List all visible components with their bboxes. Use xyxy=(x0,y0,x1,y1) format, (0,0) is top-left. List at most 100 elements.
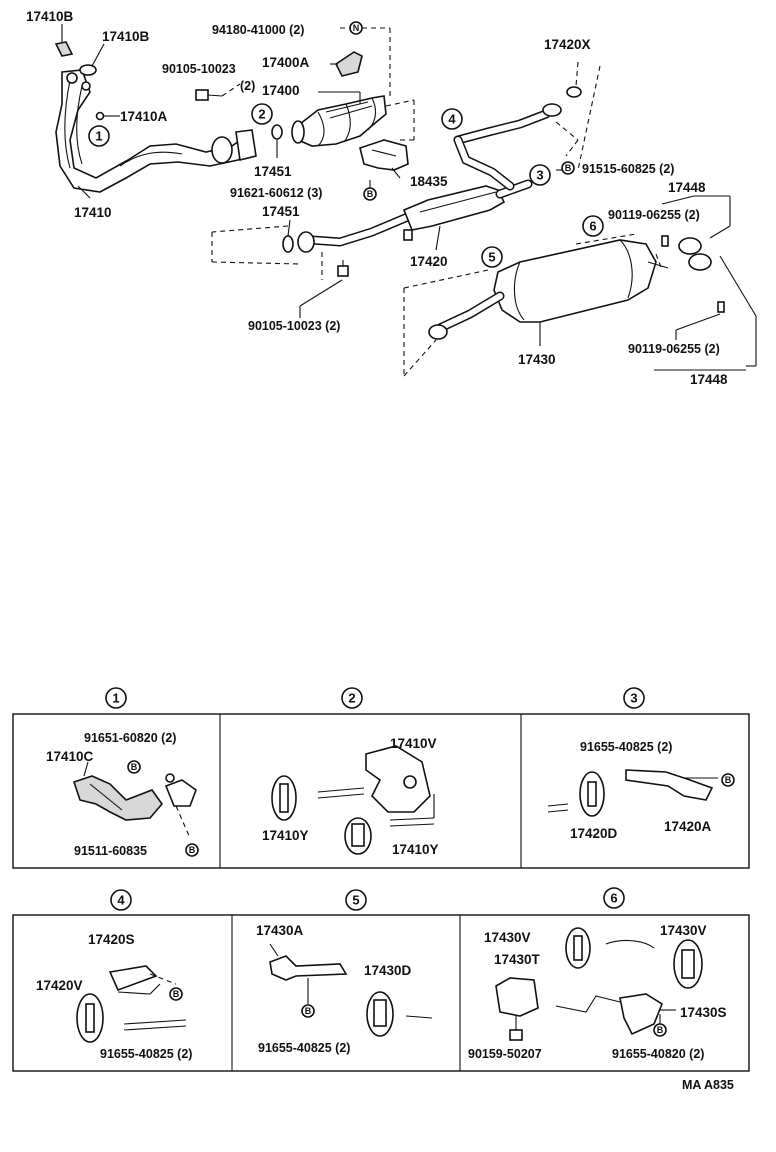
detail-3-label-91655: 91655-40825 (2) xyxy=(580,740,672,754)
label-17448-bottom: 17448 xyxy=(690,372,728,387)
detail-4-label-17420s: 17420S xyxy=(88,932,135,947)
detail-6-label-17430t: 17430T xyxy=(494,952,541,967)
detail-5-title: 5 xyxy=(345,889,367,911)
detail-3-title: 3 xyxy=(623,687,645,709)
svg-text:2: 2 xyxy=(258,107,265,122)
svg-text:2: 2 xyxy=(348,691,355,706)
detail-6-title: 6 xyxy=(603,887,625,909)
svg-text:B: B xyxy=(173,989,180,999)
svg-text:4: 4 xyxy=(448,112,456,127)
svg-text:1: 1 xyxy=(112,691,119,706)
svg-text:B: B xyxy=(189,845,196,855)
front-exhaust-pipe-17410 xyxy=(55,69,257,193)
detail-4-hanger xyxy=(76,965,187,1043)
detail-1-bolt-mark-b: B xyxy=(185,843,199,857)
svg-text:6: 6 xyxy=(589,219,596,234)
ring-17410a xyxy=(95,111,105,121)
muffler-17430 xyxy=(428,239,669,340)
detail-4-bolt-mark: B xyxy=(169,987,183,1001)
gasket-17410b-a xyxy=(54,41,74,57)
label-17420x: 17420X xyxy=(544,37,591,52)
label-91515: 91515-60825 (2) xyxy=(582,162,674,176)
callout-6: 6 xyxy=(582,215,604,237)
detail-2-label-17410y-b: 17410Y xyxy=(392,842,439,857)
detail-6-label-91655: 91655-40820 (2) xyxy=(612,1047,704,1061)
callout-3: 3 xyxy=(529,164,551,186)
callout-1: 1 xyxy=(88,125,110,147)
detail-5-bolt-mark: B xyxy=(301,1004,315,1018)
detail-1-label-91511: 91511-60835 xyxy=(74,844,147,858)
detail-2-label-17410y-a: 17410Y xyxy=(262,828,309,843)
detail-5-label-17430a: 17430A xyxy=(256,923,304,938)
detail-1-label-91651: 91651-60820 (2) xyxy=(84,731,176,745)
label-17410b-2: 17410B xyxy=(102,29,150,44)
detail-4-label-17420v: 17420V xyxy=(36,978,83,993)
detail-6-label-17430v-a: 17430V xyxy=(484,930,531,945)
heat-shield-17400a xyxy=(334,51,363,77)
label-18435: 18435 xyxy=(410,174,448,189)
label-17451-mid: 17451 xyxy=(262,204,300,219)
detail-row-2-frame xyxy=(12,914,750,1072)
callout-5: 5 xyxy=(481,246,503,268)
detail-6-hangers xyxy=(495,927,703,1041)
catalytic-converter-17400 xyxy=(291,95,387,147)
label-90105-top: 90105-10023 xyxy=(162,62,236,76)
intermediate-pipe-4 xyxy=(453,103,562,191)
detail-1-title: 1 xyxy=(105,687,127,709)
detail-6-bolt-mark: B xyxy=(653,1023,667,1037)
detail-5-hanger xyxy=(269,943,433,1037)
detail-4-title: 4 xyxy=(110,889,132,911)
bolt-mark-b-91515: B xyxy=(561,161,575,175)
tail-hanger-17448 xyxy=(661,235,725,313)
svg-text:B: B xyxy=(565,163,572,173)
gasket-17420x xyxy=(566,86,582,98)
svg-text:5: 5 xyxy=(352,893,359,908)
bracket-18435 xyxy=(359,139,409,171)
label-17448-top: 17448 xyxy=(668,180,706,195)
label-17410: 17410 xyxy=(74,205,112,220)
detail-3-bolt-mark: B xyxy=(721,773,735,787)
svg-text:B: B xyxy=(131,762,138,772)
label-17400a: 17400A xyxy=(262,55,310,70)
detail-2-hangers xyxy=(271,745,435,855)
footer-code: MA A835 xyxy=(682,1078,734,1092)
label-91621: 91621-60612 (3) xyxy=(230,186,322,200)
label-94180: 94180-41000 (2) xyxy=(212,23,304,37)
gasket-17451-mid xyxy=(282,235,294,253)
svg-text:N: N xyxy=(353,23,360,33)
detail-5-label-91655: 91655-40825 (2) xyxy=(258,1041,350,1055)
bolt-90105-top xyxy=(195,89,223,101)
detail-3-hanger-bracket xyxy=(547,769,718,817)
callout-4: 4 xyxy=(441,108,463,130)
label-90105-top-qty: (2) xyxy=(240,79,255,93)
label-17410b-1: 17410B xyxy=(26,9,74,24)
detail-3-label-17420a: 17420A xyxy=(664,819,712,834)
detail-row-1-frame xyxy=(12,713,750,869)
detail-1-heat-shield xyxy=(72,761,197,839)
svg-text:B: B xyxy=(367,189,374,199)
svg-text:3: 3 xyxy=(536,168,543,183)
svg-text:3: 3 xyxy=(630,691,637,706)
gasket-17451-top xyxy=(271,124,283,140)
label-17430: 17430 xyxy=(518,352,556,367)
center-pipe-17420 xyxy=(297,179,533,253)
detail-1-label-17410c: 17410C xyxy=(46,749,94,764)
gasket-17410b-b xyxy=(79,64,97,76)
svg-text:5: 5 xyxy=(488,250,495,265)
detail-5-label-17430d: 17430D xyxy=(364,963,412,978)
bolt-mark-n-94180: N xyxy=(349,21,363,35)
svg-text:4: 4 xyxy=(117,893,125,908)
detail-6-label-90159: 90159-50207 xyxy=(468,1047,542,1061)
bolt-90105-bottom xyxy=(337,260,349,277)
label-90119-bottom: 90119-06255 (2) xyxy=(628,342,720,356)
label-17451-top: 17451 xyxy=(254,164,292,179)
svg-text:B: B xyxy=(305,1006,312,1016)
leader-lines xyxy=(61,24,757,377)
svg-text:B: B xyxy=(725,775,732,785)
svg-text:1: 1 xyxy=(95,129,102,144)
detail-4-label-91655: 91655-40825 (2) xyxy=(100,1047,192,1061)
label-17410a: 17410A xyxy=(120,109,168,124)
label-90105-bottom: 90105-10023 (2) xyxy=(248,319,340,333)
svg-text:6: 6 xyxy=(610,891,617,906)
detail-3-label-17420d: 17420D xyxy=(570,826,618,841)
